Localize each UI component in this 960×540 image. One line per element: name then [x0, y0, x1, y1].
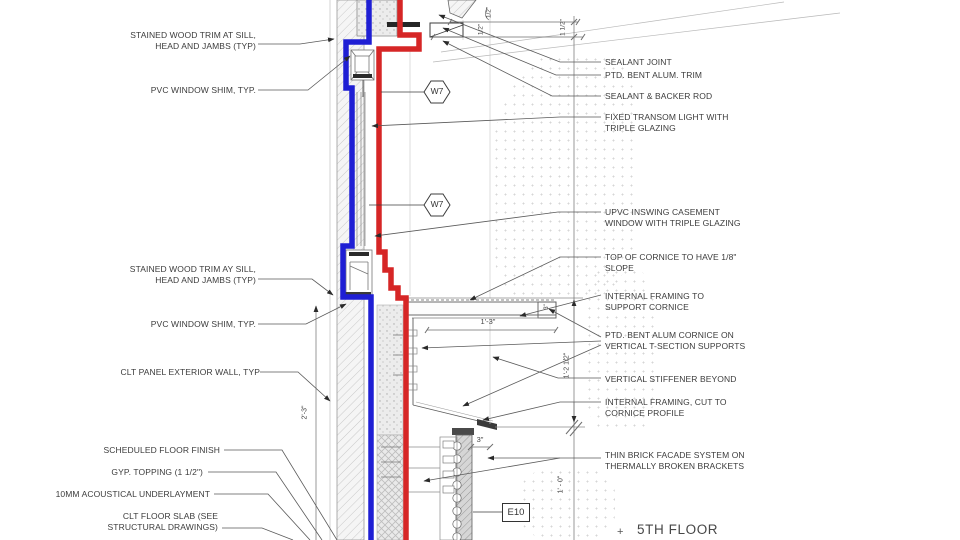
dim-wall-height: 2'-3" — [301, 405, 309, 420]
dim-half-inch-a: 1/2" — [485, 6, 493, 19]
annotation-pvc-shim-lower: PVC WINDOW SHIM, TYP. — [150, 319, 256, 329]
annotation-gyp-topping: GYP. TOPPING (1 1/2") — [111, 467, 203, 477]
top-diagonal-extensions — [432, 1, 841, 63]
triple-glazing-lines — [356, 92, 366, 246]
annotation-bent-alum-trim: PTD. BENT ALUM. TRIM — [605, 70, 703, 80]
annotation-fixed-transom: FIXED TRANSOM LIGHT WITH TRIPLE GLAZING — [605, 112, 729, 133]
brick-facade-column — [406, 428, 474, 540]
annotation-stained-wood-trim-upper: STAINED WOOD TRIM AT SILL, HEAD AND JAMB… — [130, 30, 256, 51]
annotation-floor-finish: SCHEDULED FLOOR FINISH — [103, 445, 220, 455]
annotation-upvc-casement: UPVC INSWING CASEMENT WINDOW WITH TRIPLE… — [605, 207, 741, 228]
transom-frame — [350, 49, 375, 97]
extension-lines — [409, 12, 491, 298]
clt-header-block — [356, 0, 398, 37]
casement-frame — [344, 249, 373, 297]
dim-bracket-offset: 3" — [476, 435, 484, 444]
annotation-vertical-stiffener: VERTICAL STIFFENER BEYOND — [605, 374, 737, 384]
level-marker-symbol: + — [617, 526, 624, 538]
annotation-sealant-backer-rod: SEALANT & BACKER ROD — [605, 91, 713, 101]
air-barrier-blue-line — [340, 0, 374, 540]
annotation-internal-framing-cut: INTERNAL FRAMING, CUT TO CORNICE PROFILE — [605, 397, 727, 418]
annotation-internal-framing-support: INTERNAL FRAMING TO SUPPORT CORNICE — [605, 291, 705, 312]
annotation-cornice-slope: TOP OF CORNICE TO HAVE 1/8" SLOPE — [605, 252, 737, 273]
water-barrier-red-line — [376, 0, 422, 540]
window-tag-hexagons — [369, 80, 503, 513]
annotation-pvc-shim-upper: PVC WINDOW SHIM, TYP. — [150, 85, 256, 95]
annotation-clt-floor-slab: CLT FLOOR SLAB (SEE STRUCTURAL DRAWINGS) — [107, 511, 218, 532]
dim-cornice-edge: 3" — [544, 304, 550, 310]
leader-lines-left — [208, 37, 351, 540]
fastener-ticks — [381, 334, 403, 478]
wall-stipple-panel — [376, 304, 404, 436]
annotation-thin-brick-facade: THIN BRICK FACADE SYSTEM ON THERMALLY BR… — [605, 450, 745, 471]
level-label-5th-floor: 5TH FLOOR — [637, 522, 719, 537]
element-tag-e10: E10 — [502, 503, 530, 522]
window-tag-w7-lower: W7 — [430, 199, 444, 209]
wall-crosshatch-panel — [376, 434, 404, 540]
dim-brick-height: 1' - 0" — [557, 475, 565, 494]
annotation-clt-panel-wall: CLT PANEL EXTERIOR WALL, TYP — [120, 367, 260, 377]
dim-cornice-width: 1'-3" — [480, 317, 496, 326]
dim-half-inch-b: 1/2" — [477, 23, 485, 36]
leader-lines-right — [371, 14, 602, 483]
annotation-sealant-joint: SEALANT JOINT — [605, 57, 672, 67]
cornice-assembly — [405, 297, 585, 430]
dimension-lines — [313, 7, 586, 540]
annotation-acoustical-underlayment: 10MM ACOUSTICAL UNDERLAYMENT — [55, 489, 210, 499]
dim-one-half-inch: 1 1/2" — [559, 19, 567, 36]
annotation-alum-cornice: PTD. BENT ALUM CORNICE ON VERTICAL T-SEC… — [605, 330, 746, 351]
annotation-stained-wood-trim-lower: STAINED WOOD TRIM AY SILL, HEAD AND JAMB… — [129, 264, 256, 285]
window-tag-w7-upper: W7 — [430, 86, 444, 96]
dim-cornice-height: 1'-2 1/2" — [563, 352, 571, 379]
